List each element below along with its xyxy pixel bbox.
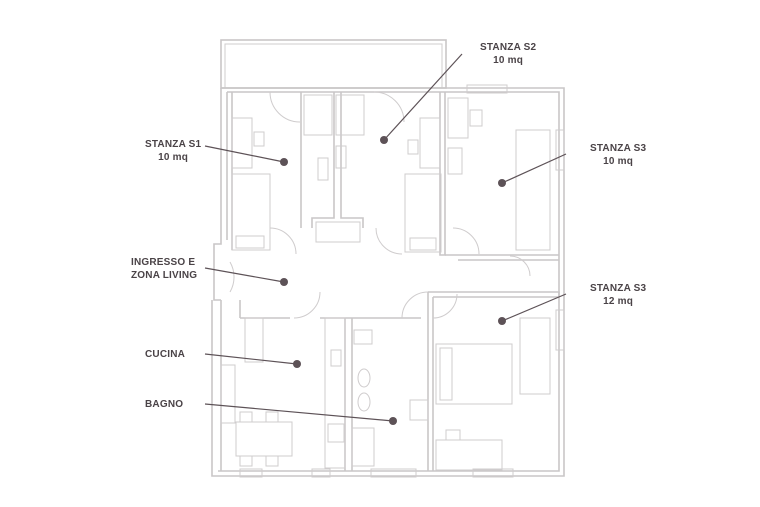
leader-s3a [501, 153, 567, 184]
marker-s3a [498, 179, 506, 187]
leader-cucina [204, 353, 298, 365]
door-swings [229, 91, 531, 319]
marker-s3b [498, 317, 506, 325]
label-stanza-s3-b: STANZA S3 12 mq [590, 282, 646, 308]
furniture-bedrooms [231, 94, 551, 253]
leader-s1 [204, 145, 285, 163]
label-ingresso-living: INGRESSO E ZONA LIVING [131, 256, 197, 282]
room-name: INGRESSO E [131, 257, 196, 268]
marker-living [280, 278, 288, 286]
marker-s1 [280, 158, 288, 166]
room-area: 10 mq [493, 55, 524, 66]
windows [239, 84, 565, 478]
leader-living [204, 267, 285, 283]
room-name: STANZA S3 [590, 283, 647, 294]
room-name: STANZA S3 [590, 143, 647, 154]
label-cucina: CUCINA [145, 348, 185, 361]
room-markers [280, 136, 506, 425]
interior-walls [220, 92, 560, 471]
room-name: STANZA S1 [145, 139, 202, 150]
room-area: 10 mq [158, 152, 189, 163]
marker-bagno [389, 417, 397, 425]
leader-s3b [501, 293, 567, 322]
marker-s2 [380, 136, 388, 144]
leader-s2 [383, 53, 463, 141]
label-stanza-s2: STANZA S2 10 mq [480, 41, 536, 67]
label-stanza-s1: STANZA S1 10 mq [145, 138, 201, 164]
leader-bagno [204, 403, 394, 422]
label-stanza-s3-a: STANZA S3 10 mq [590, 142, 646, 168]
leader-lines [204, 53, 567, 422]
room-area: 10 mq [603, 156, 634, 167]
outer-walls [211, 87, 565, 477]
room-name-line2: ZONA LIVING [131, 270, 198, 281]
balcony [220, 39, 447, 89]
room-name: STANZA S2 [480, 42, 537, 53]
room-area: 12 mq [603, 296, 634, 307]
marker-cucina [293, 360, 301, 368]
label-bagno: BAGNO [145, 398, 183, 411]
room-name: CUCINA [145, 349, 186, 360]
furniture-lower [220, 317, 551, 471]
room-name: BAGNO [145, 399, 184, 410]
